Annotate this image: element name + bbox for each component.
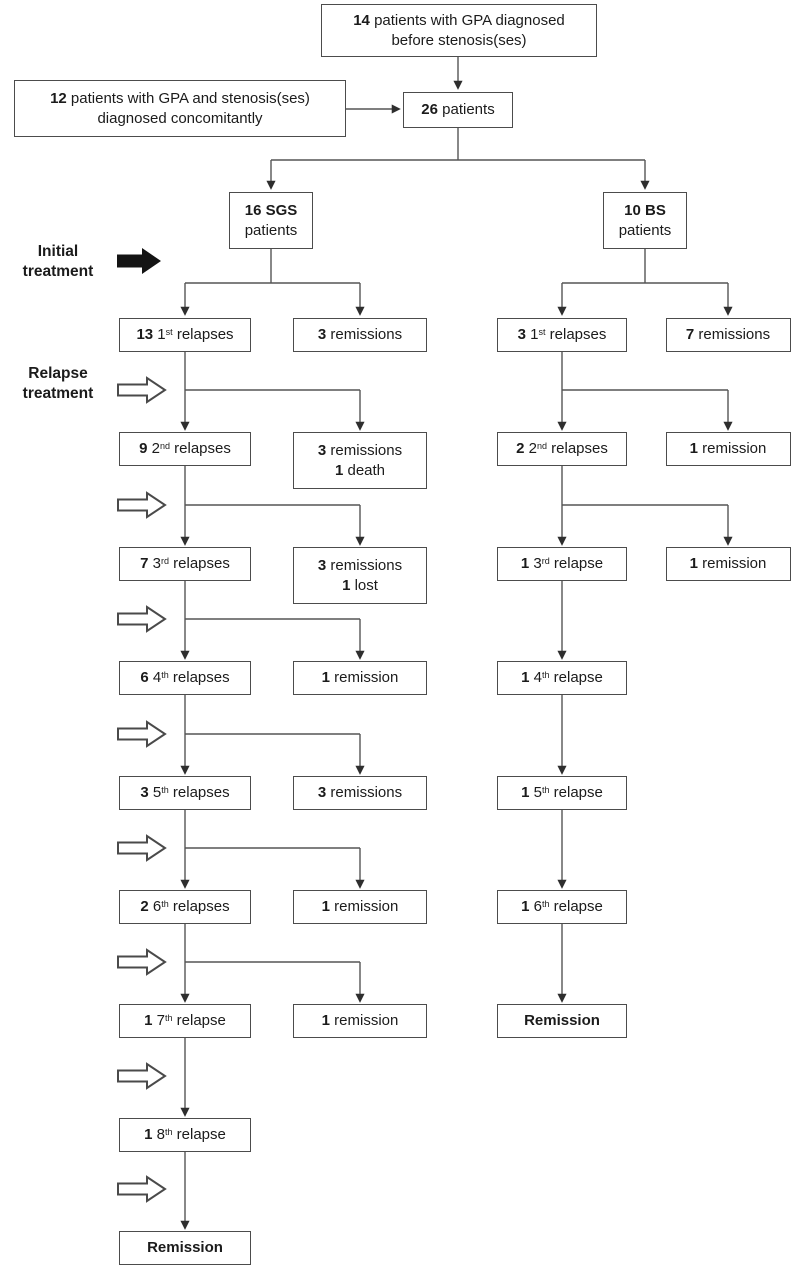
node-sgs-remission-6-text: 1 remission [321, 898, 399, 916]
node-sgs-remission-3-text: 1 lost [342, 576, 378, 594]
relapse-treatment-arrow [117, 605, 167, 633]
node-sgs-remission-2-text: 3 remissions [317, 442, 403, 460]
node-bs-remission-3: 1 remission [665, 547, 791, 581]
node-sgs-remission-5-text: 3 remissions [317, 784, 403, 802]
relapse-treatment-label-text: Relapse [28, 364, 88, 382]
node-sgs-relapse-3: 7 3rd relapses [119, 547, 251, 581]
node-sgs-relapse-6-text: 2 6th relapses [140, 898, 230, 916]
node-sgs-relapse-7-text: 1 7th relapse [144, 1012, 226, 1030]
initial-treatment-label-text: Initial [37, 242, 79, 260]
node-sgs-relapse-2: 9 2nd relapses [119, 432, 251, 466]
relapse-treatment-label: Relapse treatment [2, 360, 114, 408]
node-sgs-remission-4: 1 remission [293, 661, 427, 695]
node-bs-remission-1-text: 7 remissions [685, 326, 771, 344]
node-bs-relapse-5-text: 1 5th relapse [521, 784, 603, 802]
initial-treatment-label-text: treatment [22, 263, 94, 280]
node-sgs-relapse-8: 1 8th relapse [119, 1118, 251, 1152]
initial-treatment-arrow [117, 248, 161, 274]
node-sgs-remission-4-text: 1 remission [321, 669, 399, 687]
box-12-patients: 12 patients with GPA and stenosis(ses)di… [14, 80, 346, 137]
node-sgs-relapse-3-text: 7 3rd relapses [140, 555, 230, 573]
node-sgs-remission-6: 1 remission [293, 890, 427, 924]
node-sgs-relapse-1-text: 13 1st relapses [136, 326, 234, 344]
box-14-patients-text: 14 patients with GPA diagnosed [353, 12, 565, 30]
relapse-treatment-arrow [117, 834, 167, 862]
relapse-treatment-arrow [117, 376, 167, 404]
node-sgs-relapse-9: Remission [119, 1231, 251, 1265]
initial-treatment-label: Initial treatment [6, 238, 110, 286]
node-sgs-relapse-5-text: 3 5th relapses [140, 784, 230, 802]
relapse-treatment-arrow [117, 1062, 167, 1090]
node-bs-header-text: 10 BS [624, 202, 666, 220]
node-bs-relapse-6-text: 1 6th relapse [521, 898, 603, 916]
node-bs-remission-2-text: 1 remission [689, 440, 767, 458]
node-bs-remission-2: 1 remission [665, 432, 791, 466]
box-26-patients-text: 26 patients [421, 101, 495, 119]
node-bs-relapse-7: Remission [497, 1004, 627, 1038]
node-bs-relapse-7-text: Remission [524, 1012, 600, 1030]
node-bs-relapse-1: 3 1st relapses [497, 318, 627, 352]
node-sgs-relapse-1: 13 1st relapses [119, 318, 251, 352]
node-sgs-remission-1-text: 3 remissions [317, 326, 403, 344]
node-bs-relapse-5: 1 5th relapse [497, 776, 627, 810]
node-sgs-relapse-5: 3 5th relapses [119, 776, 251, 810]
box-12-patients-text: diagnosed concomitantly [97, 109, 263, 127]
node-sgs-remission-7: 1 remission [293, 1004, 427, 1038]
node-sgs-header-text: 16 SGS [244, 202, 298, 220]
node-sgs-remission-7-text: 1 remission [321, 1012, 399, 1030]
node-bs-relapse-3-text: 1 3rd relapse [520, 555, 604, 573]
node-sgs-header-text: patients [244, 221, 298, 239]
box-26-patients: 26 patients [403, 92, 513, 128]
relapse-treatment-arrow [117, 1175, 167, 1203]
relapse-treatment-arrow [117, 491, 167, 519]
node-sgs-remission-2-text: 1 death [334, 461, 386, 479]
node-bs-relapse-4: 1 4th relapse [497, 661, 627, 695]
relapse-treatment-arrow [117, 948, 167, 976]
node-bs-header-text: patients [618, 221, 672, 239]
relapse-treatment-arrow [117, 720, 167, 748]
node-bs-relapse-2-text: 2 2nd relapses [516, 440, 608, 458]
node-sgs-relapse-7: 1 7th relapse [119, 1004, 251, 1038]
node-bs-relapse-2: 2 2nd relapses [497, 432, 627, 466]
node-sgs-remission-5: 3 remissions [293, 776, 427, 810]
treatment-arrows [117, 248, 167, 1203]
node-sgs-remission-3-text: 3 remissions [317, 557, 403, 575]
node-bs-relapse-3: 1 3rd relapse [497, 547, 627, 581]
node-sgs-remission-1: 3 remissions [293, 318, 427, 352]
node-sgs-relapse-4-text: 6 4th relapses [140, 669, 230, 687]
node-bs-relapse-4-text: 1 4th relapse [521, 669, 603, 687]
node-sgs-relapse-2-text: 9 2nd relapses [139, 440, 231, 458]
node-bs-relapse-6: 1 6th relapse [497, 890, 627, 924]
flow-edges [180, 57, 733, 1230]
node-bs-remission-1: 7 remissions [665, 318, 791, 352]
node-bs-relapse-1-text: 3 1st relapses [517, 326, 607, 344]
node-sgs-relapse-9-text: Remission [147, 1239, 223, 1257]
node-bs-remission-3-text: 1 remission [689, 555, 767, 573]
node-sgs-relapse-6: 2 6th relapses [119, 890, 251, 924]
box-12-patients-text: 12 patients with GPA and stenosis(ses) [50, 90, 310, 108]
node-sgs-relapse-8-text: 1 8th relapse [144, 1126, 226, 1144]
node-sgs-relapse-4: 6 4th relapses [119, 661, 251, 695]
box-14-patients-text: before stenosis(ses) [391, 31, 527, 49]
relapse-treatment-label-text: treatment [22, 385, 94, 402]
